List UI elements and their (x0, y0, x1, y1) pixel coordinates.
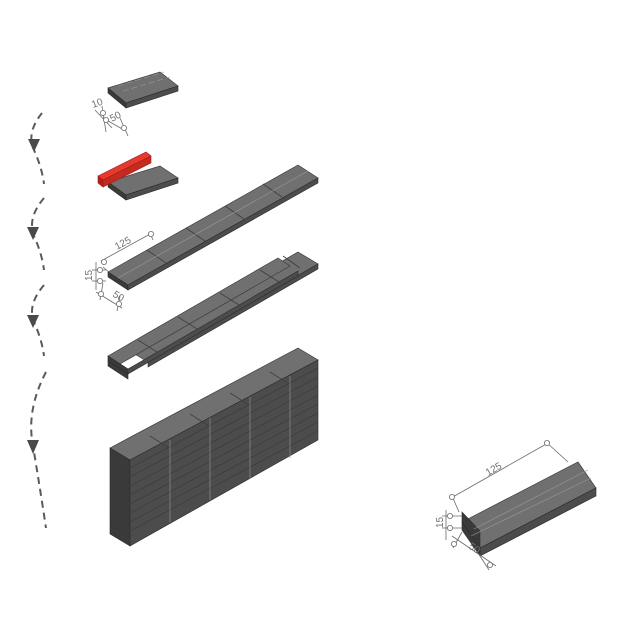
step5-full-stack (109, 347, 319, 547)
detail-length-label: 125 (484, 461, 504, 479)
step1-lath (107, 71, 179, 109)
flow-arrowhead-2 (27, 227, 39, 240)
stack-layer-lines (109, 367, 319, 541)
step4-staggered-rows (107, 251, 319, 380)
step3-lath-row (107, 164, 319, 291)
process-flow-arrows (27, 112, 47, 529)
detail-lath (461, 461, 597, 557)
step3-length-label: 125 (113, 235, 133, 253)
flow-arrowhead-4 (27, 440, 39, 454)
flow-arrowhead-1 (28, 139, 40, 152)
step1-thickness-label: 10 (90, 97, 105, 111)
step1-width-label: 50 (108, 110, 123, 125)
detail-height-label: 15 (435, 516, 446, 528)
step3-height-label: 15 (84, 269, 95, 281)
flow-arrowhead-3 (27, 315, 39, 328)
glue-strip-side (102, 155, 152, 188)
step1-dimensions: 10 50 (90, 97, 129, 137)
step2-lath-with-glue (97, 151, 179, 201)
